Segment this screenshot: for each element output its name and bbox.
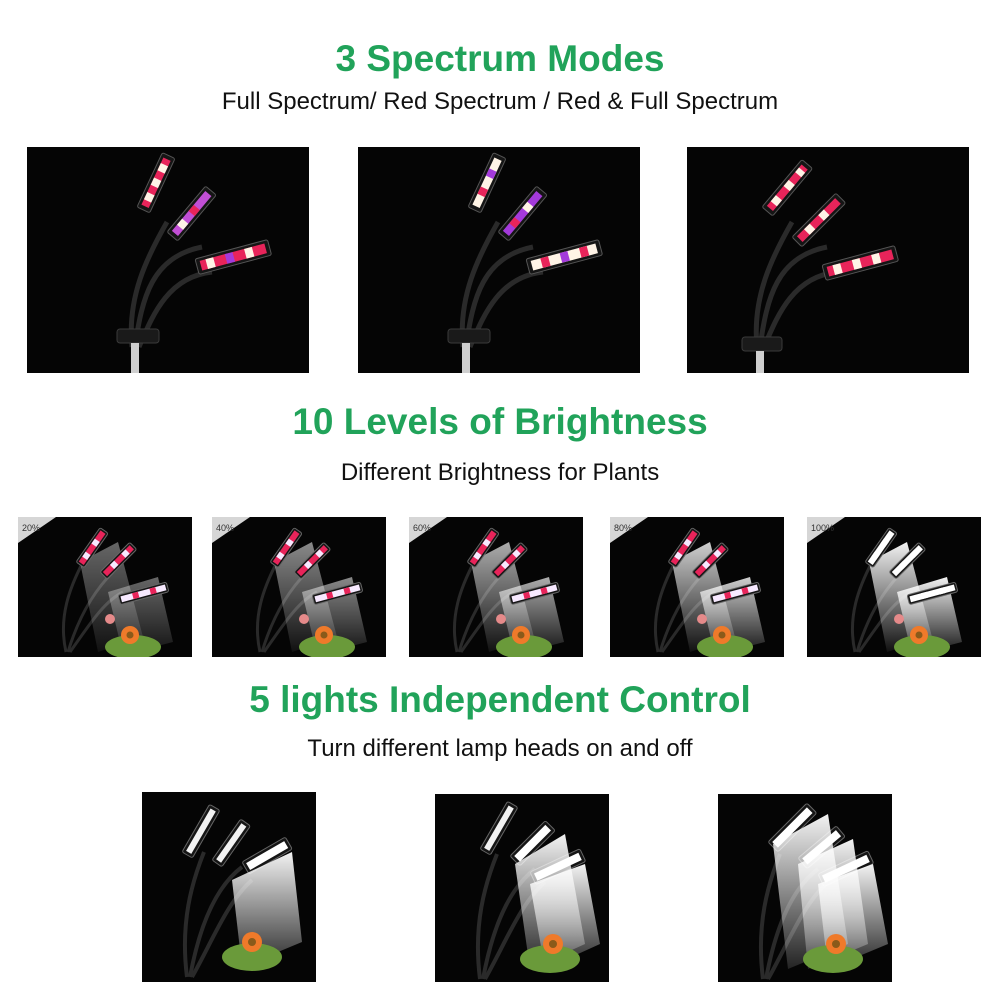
- control-one-head-image: [142, 792, 316, 982]
- brightness-level-label: 100%: [811, 523, 835, 533]
- brightness-level-image: 40%: [212, 517, 386, 657]
- brightness-level-image: 60%: [409, 517, 583, 657]
- brightness-level-image: 100%: [807, 517, 981, 657]
- brightness-subtitle: Different Brightness for Plants: [340, 459, 660, 486]
- brightness-title: 10 Levels of Brightness: [292, 401, 708, 442]
- brightness-level-label: 80%: [614, 523, 633, 533]
- control-two-heads-image: [435, 794, 609, 982]
- spectrum-title: 3 Spectrum Modes: [335, 38, 665, 79]
- spectrum-red-full-image: [687, 147, 969, 373]
- brightness-level-label: 60%: [413, 523, 432, 533]
- control-subtitle: Turn different lamp heads on and off: [307, 735, 693, 762]
- control-three-heads-image: [718, 794, 892, 982]
- control-title: 5 lights Independent Control: [249, 679, 751, 720]
- brightness-level-label: 20%: [22, 523, 41, 533]
- spectrum-red-image: [358, 147, 640, 373]
- brightness-level-image: 80%: [610, 517, 784, 657]
- brightness-level-image: 20%: [18, 517, 192, 657]
- brightness-level-label: 40%: [216, 523, 235, 533]
- spectrum-full-image: [27, 147, 309, 373]
- spectrum-subtitle: Full Spectrum/ Red Spectrum / Red & Full…: [221, 88, 779, 115]
